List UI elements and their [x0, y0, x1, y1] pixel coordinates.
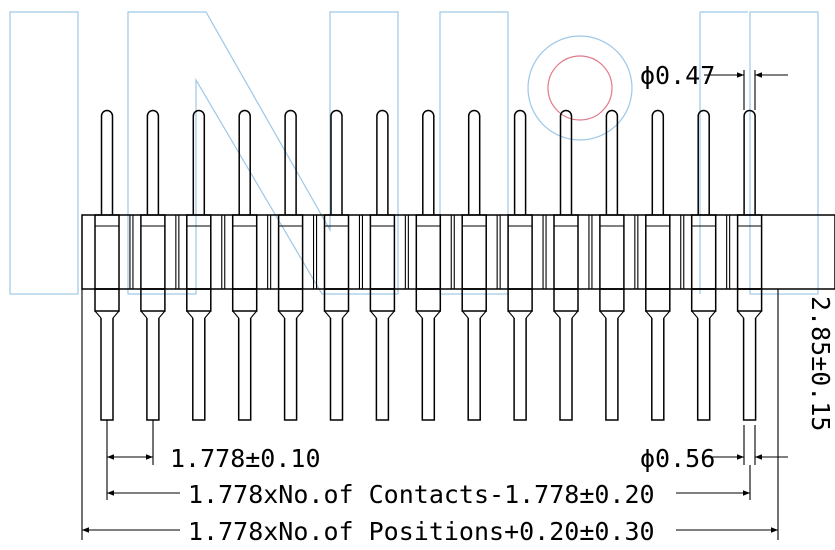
pin	[599, 109, 625, 421]
pin	[645, 109, 671, 421]
pin	[690, 109, 717, 421]
tail-diameter-label: ϕ0.56	[640, 444, 715, 473]
pin	[369, 109, 396, 421]
body-height-dimension: 2.85±0.15	[806, 296, 835, 431]
pin	[186, 109, 212, 421]
pin	[277, 109, 304, 421]
watermark-logo	[9, 11, 819, 295]
pin	[415, 109, 442, 421]
pin-array	[94, 109, 763, 421]
tail-diameter-dimension: ϕ0.56	[640, 425, 788, 473]
pin	[140, 109, 166, 421]
positions-span-label: 1.778xNo.of Positions+0.20±0.30	[188, 517, 655, 546]
connector-housing	[81, 214, 835, 290]
pin	[323, 109, 350, 421]
tip-diameter-label: ϕ0.47	[640, 61, 715, 90]
pitch-dimension: 1.778±0.10	[106, 420, 321, 473]
positions-span-dimension: 1.778xNo.of Positions+0.20±0.30	[81, 289, 779, 546]
pin	[507, 109, 533, 421]
pin	[461, 109, 487, 421]
pin	[553, 109, 579, 421]
tip-diameter-dimension: ϕ0.47	[640, 61, 788, 110]
contacts-span-label: 1.778xNo.of Contacts-1.778±0.20	[188, 480, 655, 509]
pitch-label: 1.778±0.10	[170, 444, 321, 473]
pin	[94, 109, 120, 421]
pin	[736, 109, 763, 421]
pin	[231, 109, 258, 421]
contacts-span-dimension: 1.778xNo.of Contacts-1.778±0.20	[106, 465, 751, 509]
body-height-label: 2.85±0.15	[806, 296, 835, 431]
